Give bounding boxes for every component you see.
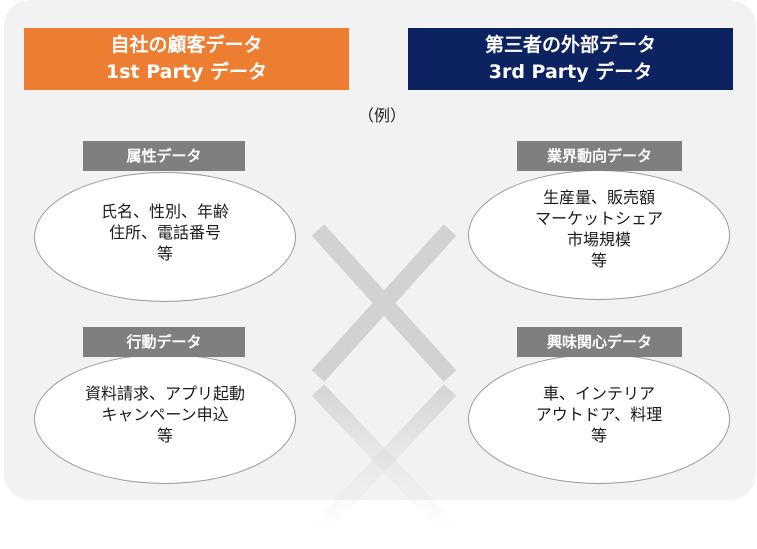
cross-reflection xyxy=(311,384,457,536)
interest-line: 等 xyxy=(590,426,607,445)
industry-data-tag: 業界動向データ xyxy=(517,141,682,171)
attribute-data-body: 氏名、性別、年齢 住所、電話番号 等 xyxy=(35,201,295,264)
behavior-data-tag: 行動データ xyxy=(83,327,245,357)
attribute-line: 氏名、性別、年齢 xyxy=(100,202,229,221)
interest-data-body: 車、インテリア アウトドア、料理 等 xyxy=(469,383,729,446)
industry-data-ellipse: 生産量、販売額 マーケットシェア 市場規模 等 xyxy=(468,170,730,300)
behavior-line: 等 xyxy=(156,426,173,445)
first-party-header: 自社の顧客データ 1st Party データ xyxy=(24,28,349,90)
attribute-line: 等 xyxy=(156,244,173,263)
example-label: （例） xyxy=(357,106,406,125)
third-party-title: 第三者の外部データ xyxy=(484,34,656,56)
third-party-header: 第三者の外部データ 3rd Party データ xyxy=(408,28,733,90)
cross-main xyxy=(311,224,457,382)
industry-line: 市場規模 xyxy=(566,230,631,249)
attribute-data-ellipse: 氏名、性別、年齢 住所、電話番号 等 xyxy=(34,172,296,302)
industry-data-body: 生産量、販売額 マーケットシェア 市場規模 等 xyxy=(469,187,729,271)
first-party-subtitle: 1st Party データ xyxy=(106,61,267,83)
interest-line: 車、インテリア xyxy=(542,384,655,403)
behavior-data-ellipse: 資料請求、アプリ起動 キャンペーン申込 等 xyxy=(34,354,296,484)
industry-line: マーケットシェア xyxy=(534,209,663,228)
first-party-title: 自社の顧客データ xyxy=(110,34,263,56)
interest-line: アウトドア、料理 xyxy=(535,405,663,424)
behavior-line: キャンペーン申込 xyxy=(101,405,229,424)
behavior-data-body: 資料請求、アプリ起動 キャンペーン申込 等 xyxy=(35,383,295,446)
behavior-line: 資料請求、アプリ起動 xyxy=(84,384,245,403)
attribute-data-tag: 属性データ xyxy=(83,141,245,171)
industry-line: 生産量、販売額 xyxy=(542,188,655,207)
attribute-line: 住所、電話番号 xyxy=(108,223,221,242)
third-party-subtitle: 3rd Party データ xyxy=(488,61,653,83)
interest-data-tag: 興味関心データ xyxy=(517,327,682,357)
industry-line: 等 xyxy=(590,251,607,270)
interest-data-ellipse: 車、インテリア アウトドア、料理 等 xyxy=(468,354,730,484)
